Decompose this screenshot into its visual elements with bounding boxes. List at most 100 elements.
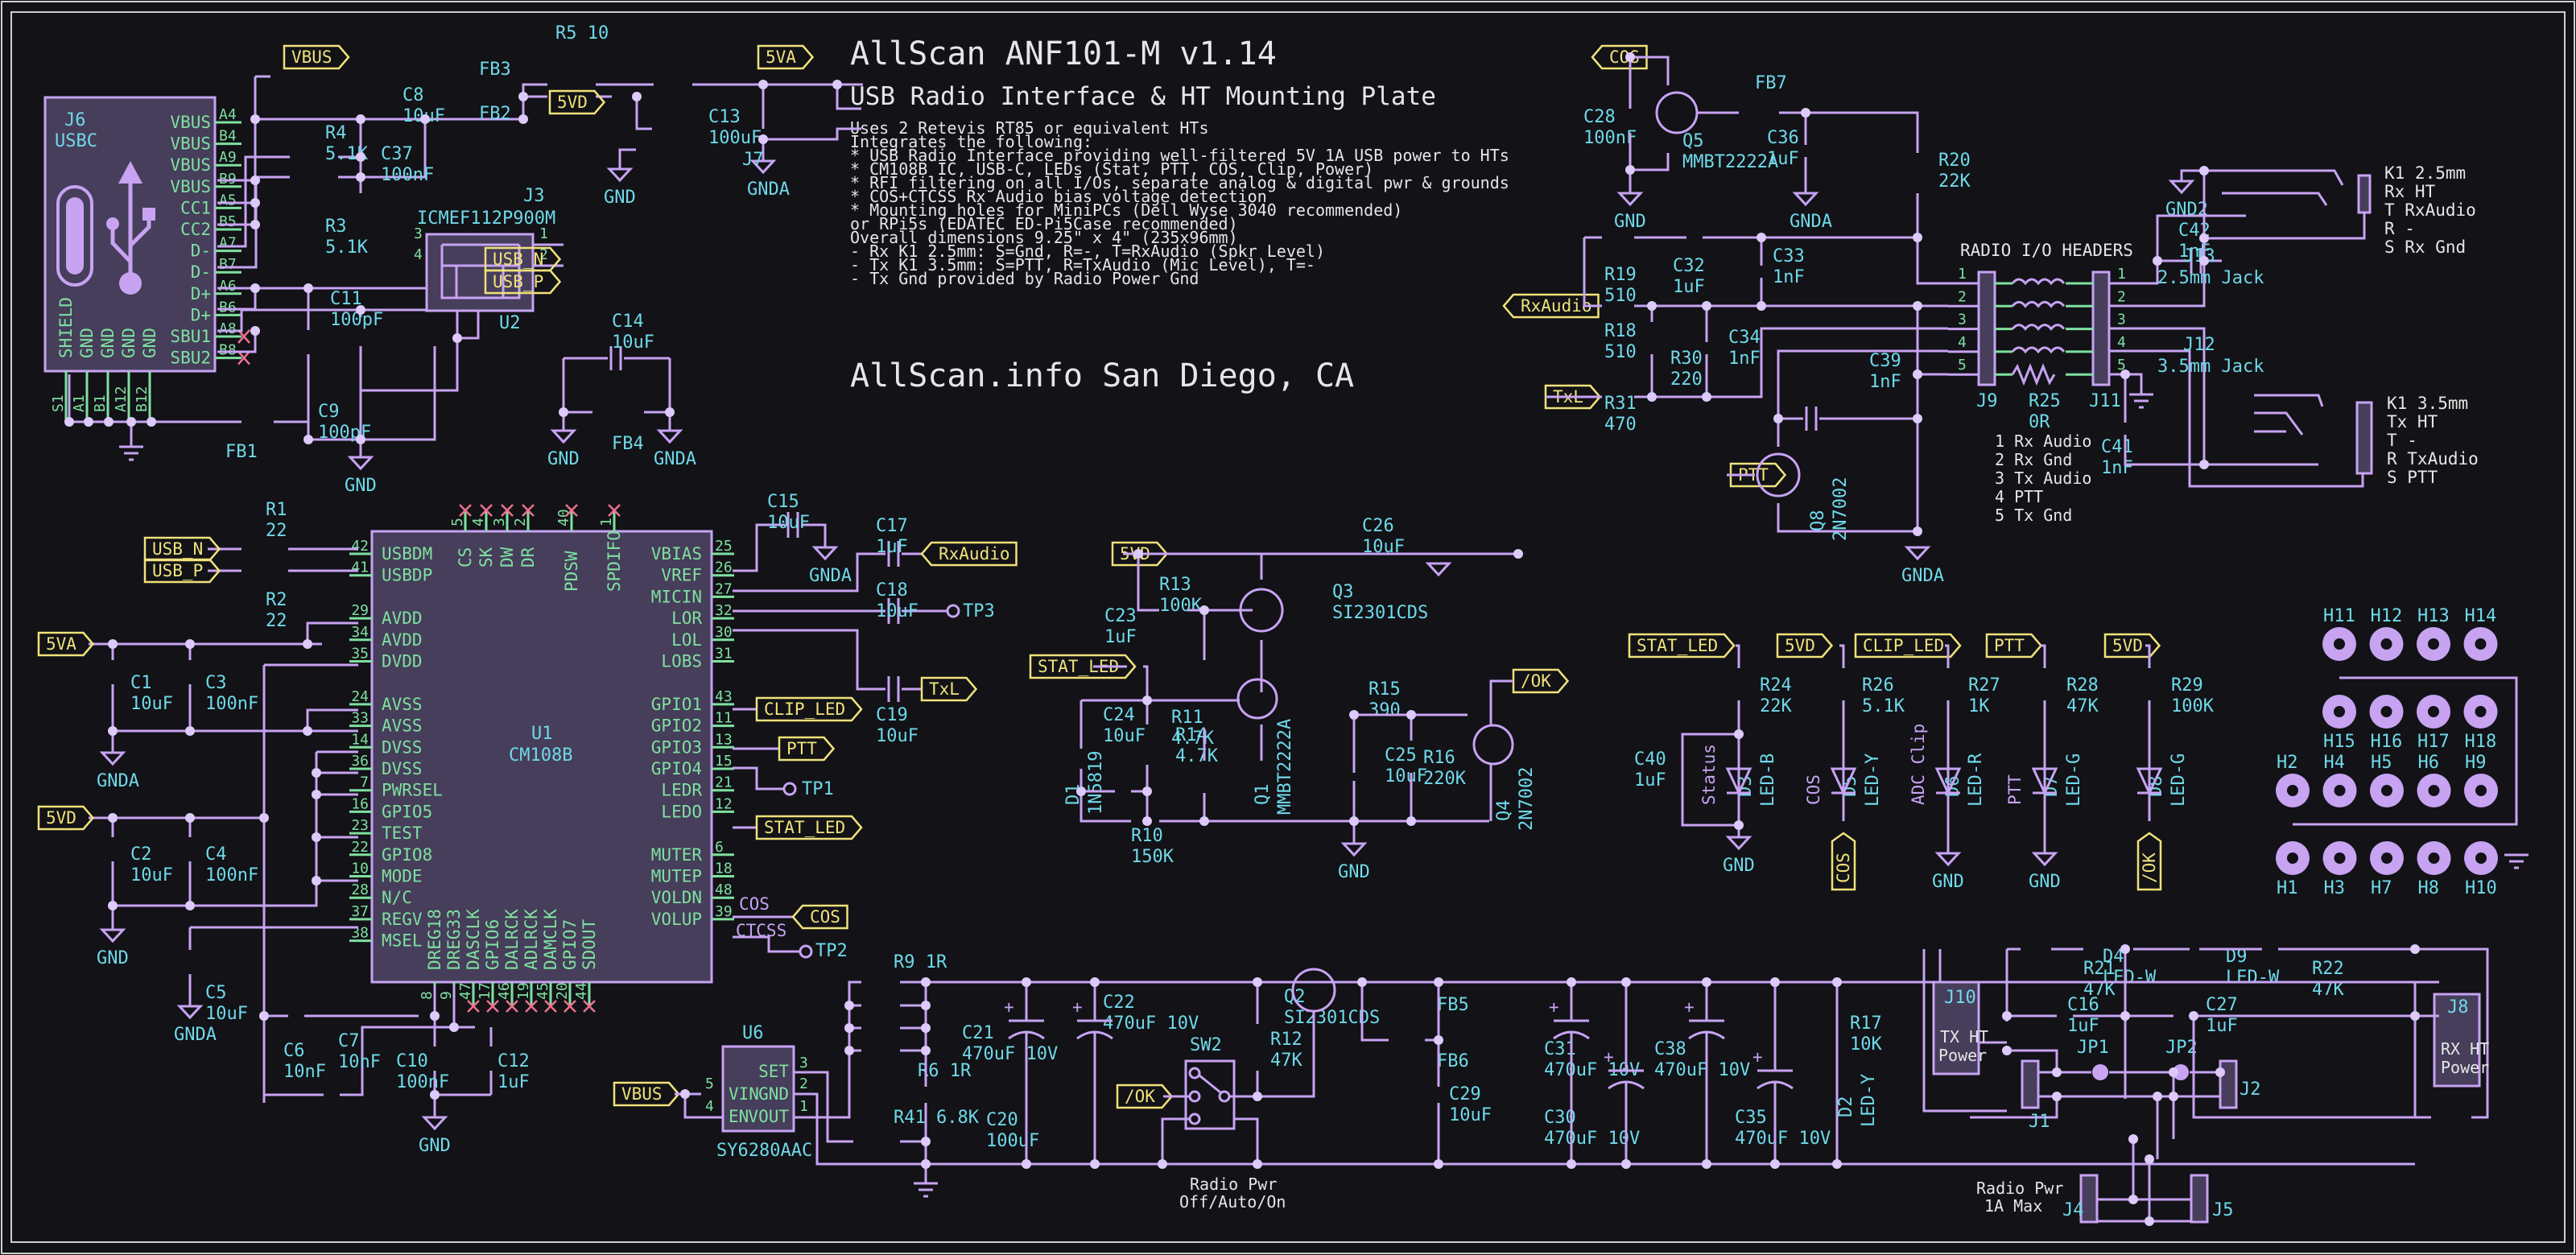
u1-pin-name: GPIO1 bbox=[651, 695, 702, 714]
junction-dot bbox=[312, 832, 321, 842]
component-ref: FB5 bbox=[1437, 995, 1469, 1015]
u1-value: CM108B bbox=[509, 745, 572, 766]
junction-dot bbox=[2199, 460, 2209, 469]
junction-dot bbox=[1406, 710, 1416, 720]
j6-bottom-pin-name: GND bbox=[98, 328, 118, 358]
no-connect-icon bbox=[237, 329, 250, 344]
junction-dot bbox=[2153, 1092, 2162, 1101]
net-label-text: /OK bbox=[1521, 671, 1551, 691]
component-value: 1nF bbox=[1728, 349, 1761, 369]
component-ref: Q1 bbox=[1253, 784, 1273, 806]
component-value: 100K bbox=[2171, 696, 2215, 716]
junction-dot bbox=[2052, 1067, 2062, 1077]
junction-dot bbox=[2145, 1154, 2154, 1164]
junction-dot bbox=[356, 305, 365, 315]
component-ref-value: R5 10 bbox=[555, 23, 609, 43]
net-label-ok: /OK bbox=[1116, 1084, 1174, 1109]
net-label-5vd: 5VD bbox=[2103, 633, 2161, 658]
component-value: 10uF bbox=[1385, 766, 1427, 786]
j6-pin-num: A6 bbox=[219, 278, 237, 295]
j6-pin-name: D- bbox=[191, 242, 211, 261]
j11-pin-num: 5 bbox=[2117, 357, 2126, 374]
u1-pin-num: 36 bbox=[351, 753, 369, 770]
ground-symbol-gnd: GND bbox=[97, 928, 129, 968]
net-label-statled: STAT_LED bbox=[1628, 633, 1736, 658]
tx-jack-note: K1 3.5mm bbox=[2387, 394, 2468, 413]
u1-top-pin-num: 1 bbox=[598, 518, 615, 526]
u6-pin-name: VOUT bbox=[748, 1107, 789, 1126]
u1-bottom-pin-num: 46 bbox=[496, 982, 513, 1000]
ground-icon bbox=[2168, 180, 2195, 195]
net-label-box bbox=[755, 696, 863, 722]
sw2-body bbox=[1184, 1059, 1236, 1130]
net-label-box bbox=[1029, 654, 1137, 679]
component-ref: R14 bbox=[1175, 725, 1208, 745]
mounting-hole-drill bbox=[2428, 706, 2439, 717]
u2-ref: U2 bbox=[499, 313, 521, 333]
component-ref: C25 bbox=[1385, 745, 1417, 766]
ground-symbol-gnd: GND bbox=[604, 167, 636, 208]
sw-note-line: Off/Auto/On bbox=[1179, 1192, 1286, 1212]
junction-dot bbox=[356, 172, 365, 182]
u1-bottom-pin-name: ADLRCK bbox=[522, 909, 541, 970]
ground-label: GND bbox=[2029, 872, 2061, 892]
junction-dot bbox=[250, 220, 260, 229]
ground-icon bbox=[99, 928, 126, 943]
pwr-note-line: 1A Max bbox=[1984, 1196, 2042, 1216]
u1-top-pin-name: DR bbox=[518, 547, 538, 568]
mounting-hole-drill bbox=[2428, 852, 2440, 864]
ground-label: GNDA bbox=[174, 1025, 217, 1045]
junction-dot bbox=[2120, 944, 2130, 954]
junction-dot bbox=[1199, 605, 1209, 615]
component-value: LED-W bbox=[2103, 968, 2157, 988]
component-ref: Q4 bbox=[1494, 800, 1514, 822]
j6-bottom-pin-num: B12 bbox=[134, 386, 151, 412]
u1-pin-name: N/C bbox=[382, 888, 412, 907]
u6-pin-name: EN bbox=[729, 1107, 749, 1126]
component-ref: C8 bbox=[402, 85, 424, 105]
component-ref: R19 bbox=[1604, 265, 1637, 285]
u1-pin-num: 24 bbox=[351, 688, 369, 705]
component-ref: C10 bbox=[396, 1051, 428, 1071]
junction-dot bbox=[303, 639, 312, 649]
component-value: 10uF bbox=[876, 726, 919, 746]
junction-dot bbox=[2169, 1067, 2178, 1077]
ground-label: GND bbox=[604, 188, 636, 208]
j6-pin-name: CC2 bbox=[180, 220, 211, 239]
ht-power-block bbox=[1922, 947, 2489, 1224]
u1-pin-num: 35 bbox=[351, 646, 369, 663]
net-label-5va: 5VA bbox=[37, 631, 95, 657]
net-label-statled: STAT_LED bbox=[755, 815, 863, 840]
ground-icon bbox=[1934, 852, 1962, 867]
j6-bottom-pin-num: S1 bbox=[50, 394, 67, 412]
net-label-box bbox=[1831, 832, 1856, 891]
no-connect-icon bbox=[608, 504, 621, 517]
u6-pin-num: 1 bbox=[799, 1098, 808, 1115]
component-value: 10nF bbox=[338, 1052, 381, 1072]
component-ref-value: R41 6.8K bbox=[894, 1108, 980, 1128]
junction-dot bbox=[452, 333, 462, 343]
component-value: 1K bbox=[1968, 696, 1990, 716]
junction-dot bbox=[259, 1011, 269, 1021]
u1-pin-num: 10 bbox=[351, 861, 369, 877]
component-ref: C4 bbox=[205, 844, 227, 865]
u1-pin-num: 13 bbox=[715, 731, 733, 748]
ground-symbol-chassis bbox=[119, 445, 143, 461]
junction-dot bbox=[312, 876, 321, 886]
junction-dot bbox=[921, 977, 931, 987]
net-label-text: VBUS bbox=[291, 47, 332, 67]
